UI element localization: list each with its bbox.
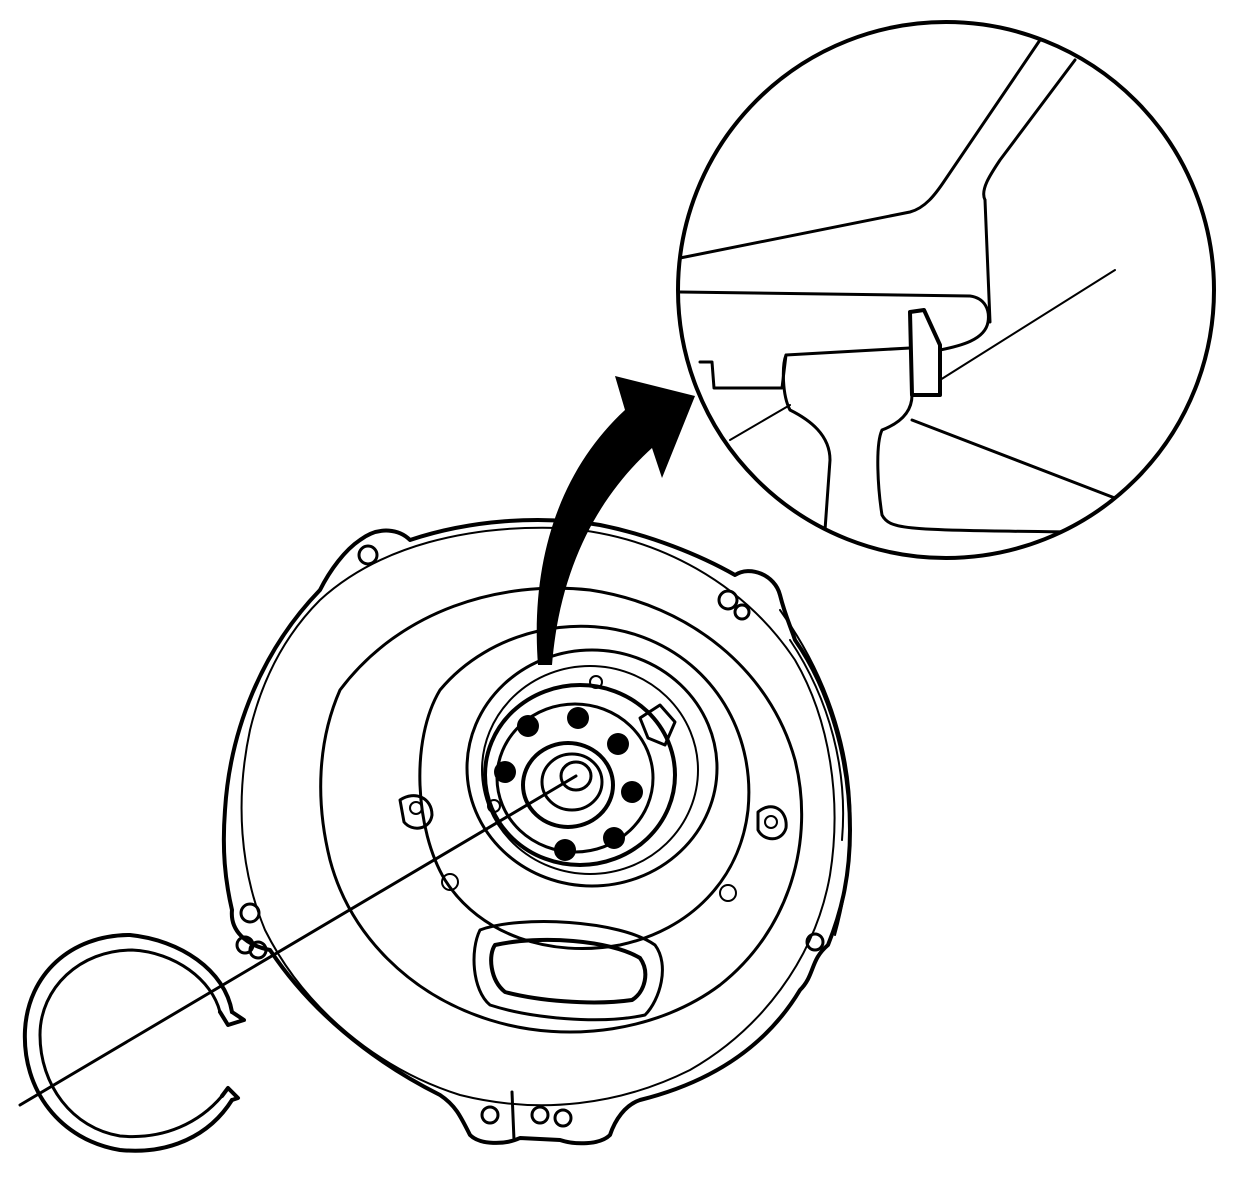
bolt-hole-icon [607,733,629,755]
curved-arrow-icon [536,376,695,665]
flange-split-line [510,1090,516,1142]
housing-rim-edge [779,609,852,936]
housing-outer-flange [221,518,852,1146]
shaft-seal-outer [521,741,615,829]
bolt-hole-icon [621,781,643,803]
shaft-seal-mid [540,752,604,812]
hub-collar [483,683,677,867]
small-hole-icon [487,799,501,813]
bolt-hole-icon [554,839,576,861]
snap-ring-end-top [218,1010,246,1027]
hub-bolt-holes [494,707,643,861]
snap-ring-section [908,308,942,397]
small-hole-icon [589,675,603,689]
snap-ring-inner [38,948,224,1139]
housing-inner-flange [240,526,836,1107]
hub-bore-outer [465,648,719,888]
hub-bore-inner [481,665,699,875]
housing-rim-edge-inner [789,639,845,841]
flange-ear-holes [235,544,825,1128]
bolt-hole-icon [517,715,539,737]
housing-oval-window-frame [472,920,664,1022]
housing-cover [221,518,852,1146]
detail-circle-border [676,20,1216,560]
housing-ring-mid [418,624,751,951]
leader-line [18,774,578,1107]
snap-ring-outer [22,933,234,1153]
snap-ring-end-bottom [220,1086,240,1102]
bolt-hole-icon [603,827,625,849]
hub-locating-tab [638,703,677,747]
housing-oval-window [489,937,648,1005]
bolt-hole-icon [494,761,516,783]
housing-mounting-bosses [398,794,788,902]
shaft-center [559,760,593,792]
snap-ring [22,933,246,1153]
detail-view [676,20,1216,560]
housing-ring-large [319,586,804,1034]
bolt-hole-icon [567,707,589,729]
